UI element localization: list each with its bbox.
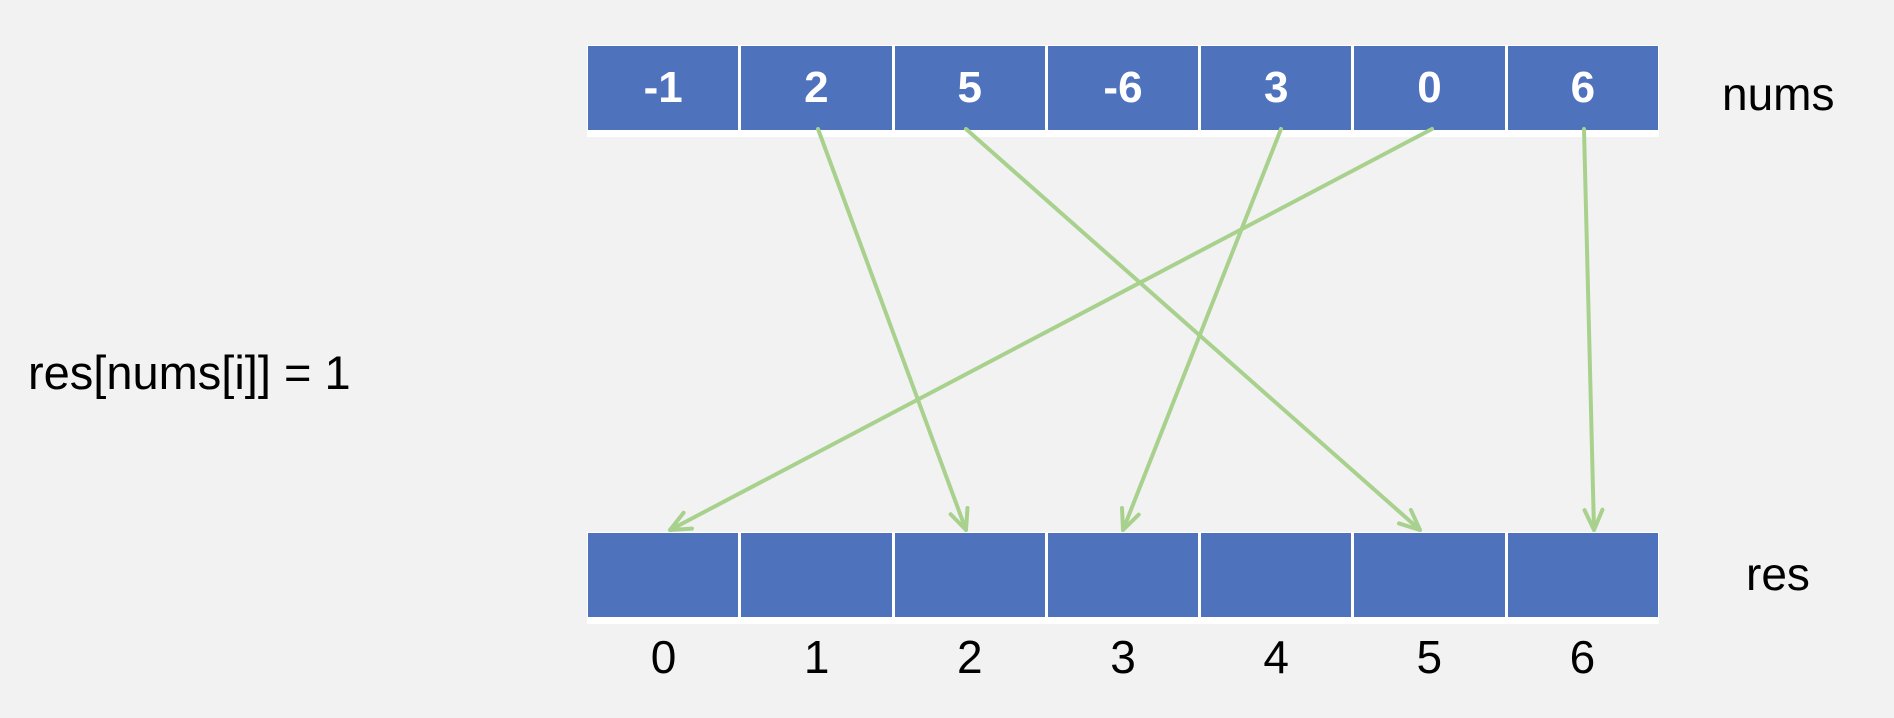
res-cell [587,532,740,618]
nums-cell: 0 [1352,45,1506,131]
arrow-head [668,510,694,532]
arrow-head [1582,507,1605,532]
nums-cell: -1 [587,45,740,131]
formula-text: res[nums[i]] = 1 [28,346,351,399]
res-label: res [1746,548,1810,600]
nums-cell: 3 [1199,45,1353,131]
mapping-arrow [816,127,970,532]
nums-label: nums [1722,68,1835,120]
nums-cell: 5 [892,45,1046,131]
arrow-head [1397,507,1422,532]
arrow-line [1582,127,1596,532]
index-label: 2 [957,631,983,683]
arrow-line [964,127,1422,532]
res-cell [1505,532,1659,618]
index-label: 4 [1263,631,1289,683]
nums-cell: 2 [739,45,893,131]
res-cell [739,532,893,618]
arrow-head [948,506,970,532]
arrow-head [1120,506,1141,532]
mapping-arrow [668,127,1434,532]
arrow-line [668,127,1434,532]
arrow-line [1121,127,1283,532]
nums-array: -1 2 5 -6 3 0 6 [587,45,1659,137]
nums-cell: -6 [1045,45,1200,131]
index-label: 0 [650,631,677,683]
index-label: 1 [803,631,830,683]
nums-cell: 6 [1505,45,1659,131]
mapping-arrow [964,127,1422,532]
mapping-arrow [1120,127,1283,532]
mapping-arrow [1582,127,1605,532]
res-cell [1199,532,1353,618]
arrow-line [816,127,968,532]
index-label: 5 [1416,631,1443,683]
res-cell [892,532,1046,618]
res-array [587,532,1659,624]
res-cell [1352,532,1506,618]
res-index-row: 0 1 2 3 4 5 6 [587,630,1659,684]
index-label: 6 [1569,631,1596,683]
index-label: 3 [1110,631,1136,683]
res-cell [1045,532,1200,618]
